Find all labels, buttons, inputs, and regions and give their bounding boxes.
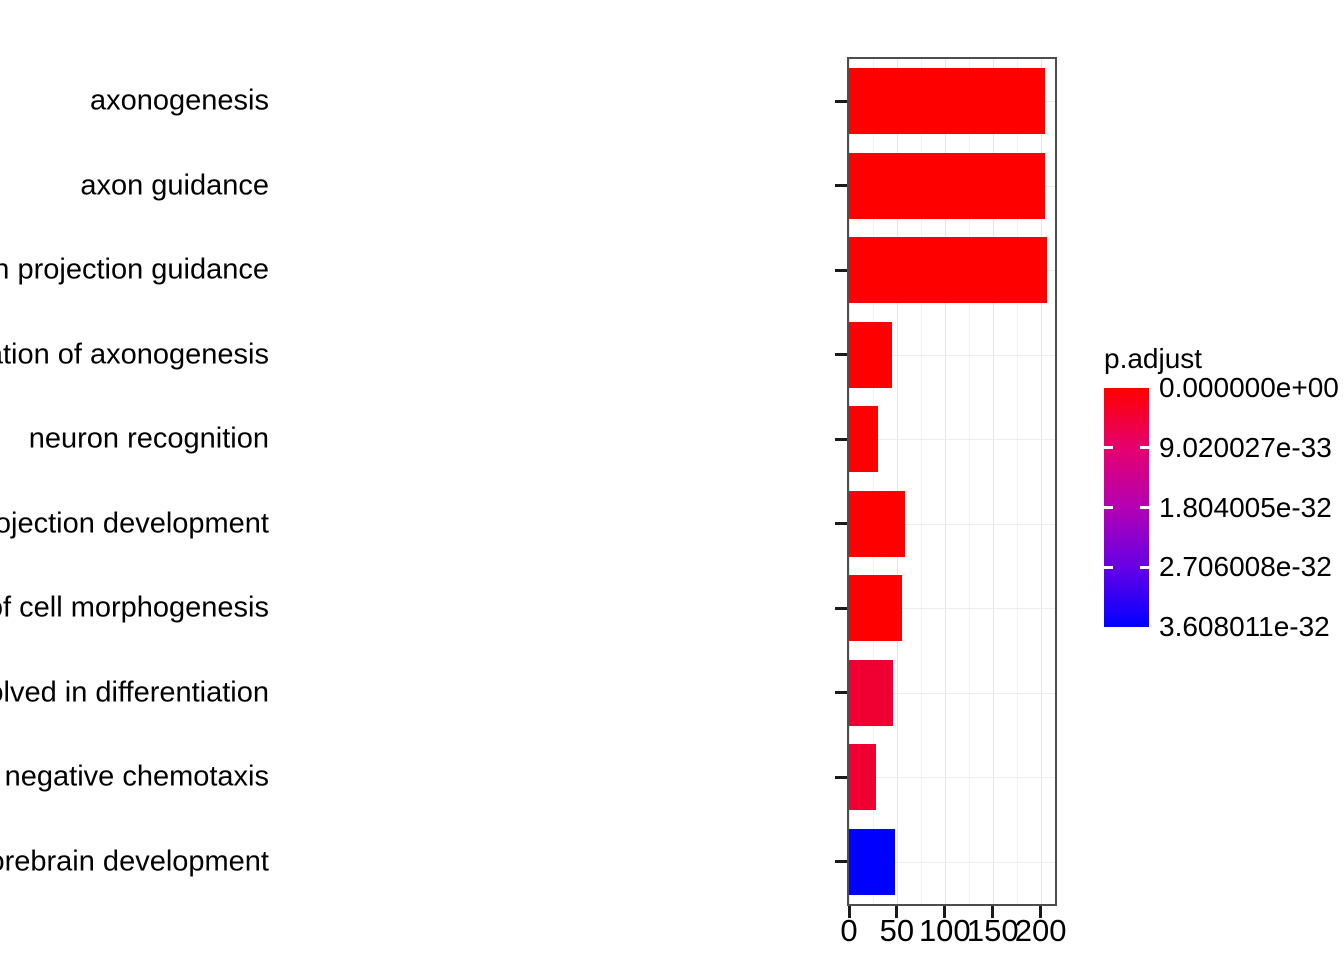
legend-break-label: 1.804005e-32: [1159, 491, 1332, 523]
x-axis-tick: [1039, 906, 1043, 918]
y-axis-tick: [835, 184, 847, 188]
x-axis-label: 100: [918, 913, 971, 948]
bar-series: [849, 59, 1055, 904]
gridline-horizontal: [849, 354, 1055, 356]
gridline-major: [896, 59, 898, 904]
x-axis-tick: [943, 906, 947, 918]
y-axis-tick: [835, 691, 847, 695]
bar[interactable]: [849, 659, 894, 726]
gridline-horizontal: [849, 692, 1055, 694]
gridline-horizontal: [849, 523, 1055, 525]
y-axis-label: negative chemotaxis: [4, 760, 269, 793]
plot-panel: [847, 57, 1057, 906]
bar[interactable]: [849, 321, 893, 388]
gridline-horizontal: [849, 777, 1055, 779]
y-axis-label: regulation of axonogenesis: [0, 338, 269, 371]
gridlines: [849, 59, 1055, 904]
x-axis-tick: [847, 906, 851, 918]
y-axis-label: forebrain development: [0, 845, 269, 878]
y-axis-label: neuron recognition: [28, 422, 269, 455]
gridline-major: [944, 59, 946, 904]
legend-tick: [1104, 446, 1113, 450]
y-axis-label: axonogenesis: [90, 84, 269, 117]
bar[interactable]: [849, 152, 1046, 219]
bar[interactable]: [849, 68, 1046, 135]
gridline-minor: [920, 59, 922, 904]
legend-tick: [1104, 506, 1113, 509]
gridline-minor: [872, 59, 874, 904]
y-axis-label: neuron projection guidance: [0, 253, 269, 286]
gridline-horizontal: [849, 439, 1055, 441]
gridline-major: [849, 59, 850, 904]
y-axis-label: axon guidance: [80, 169, 269, 202]
y-axis-tick: [835, 775, 847, 779]
bar[interactable]: [849, 406, 878, 473]
legend-break-label: 3.608011e-32: [1159, 611, 1330, 642]
y-axis-tick: [835, 353, 847, 357]
bar[interactable]: [849, 575, 902, 642]
gridline-minor: [1016, 59, 1018, 904]
legend-colorbar: [1104, 388, 1149, 627]
x-axis-label: 200: [1014, 913, 1067, 948]
bar[interactable]: [849, 828, 895, 895]
x-axis-label: 50: [879, 913, 915, 948]
x-axis-tick: [991, 906, 995, 918]
y-axis-tick: [835, 99, 847, 103]
gridline-major: [1040, 59, 1042, 904]
y-axis-tick: [835, 860, 847, 864]
x-axis-label: 150: [966, 913, 1019, 948]
legend-tick: [1140, 565, 1149, 569]
x-axis-label: 0: [840, 913, 858, 948]
y-axis-label: regulation of cell morphogenesis: [0, 591, 269, 624]
legend-tick: [1140, 446, 1149, 450]
y-axis-tick: [835, 437, 847, 441]
gridline-horizontal: [849, 861, 1055, 863]
legend-break-label: 2.706008e-32: [1159, 551, 1332, 583]
y-axis-tick: [835, 268, 847, 272]
y-axis-label: regulation of cell morphogenesis involve…: [0, 676, 269, 709]
legend-title: p.adjust: [1104, 343, 1203, 374]
legend-break-label: 0.000000e+00: [1159, 372, 1339, 403]
legend-tick: [1104, 565, 1113, 569]
y-axis-tick: [835, 606, 847, 610]
bar[interactable]: [849, 237, 1048, 304]
bar[interactable]: [849, 744, 876, 811]
legend-tick: [1140, 506, 1149, 509]
gridline-horizontal: [849, 608, 1055, 610]
gridline-major: [992, 59, 994, 904]
y-axis-label: regulation of neuron projection developm…: [0, 507, 269, 540]
y-axis-tick: [835, 522, 847, 526]
legend-break-label: 9.020027e-33: [1159, 431, 1332, 463]
x-axis-tick: [895, 906, 899, 918]
bar[interactable]: [849, 490, 905, 557]
gridline-minor: [968, 59, 970, 904]
